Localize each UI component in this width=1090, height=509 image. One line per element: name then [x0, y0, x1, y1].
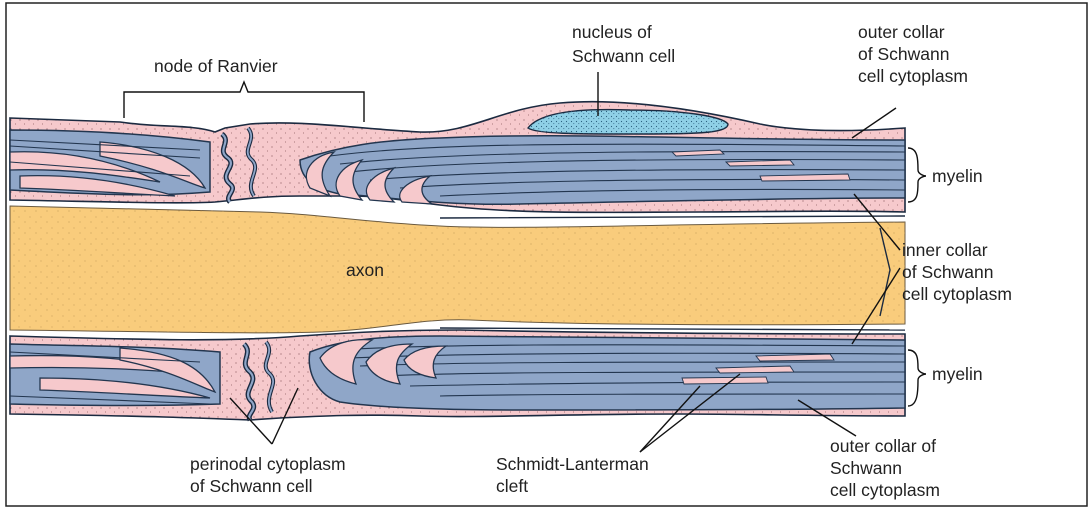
label-outer-collar-bottom-line3: cell cytoplasm: [830, 480, 940, 500]
label-nucleus-line1: nucleus of: [572, 22, 652, 42]
axon-texture: [10, 206, 905, 333]
label-nucleus-line2: Schwann cell: [572, 46, 675, 66]
label-inner-collar-line3: cell cytoplasm: [902, 284, 1012, 304]
label-myelin-bottom: myelin: [932, 364, 983, 384]
label-axon: axon: [346, 260, 384, 280]
inner-collar-top-line: [440, 216, 905, 218]
label-outer-collar-top-line3: cell cytoplasm: [858, 66, 968, 86]
bottom-cleft: [682, 377, 768, 384]
inner-collar-bottom-line: [440, 328, 905, 330]
label-inner-collar-line2: of Schwann: [902, 262, 993, 282]
label-inner-collar-line1: inner collar: [902, 240, 988, 260]
label-schmidt-line2: cleft: [496, 476, 528, 496]
label-perinodal-line1: perinodal cytoplasm: [190, 454, 346, 474]
myelin-bottom-brace: [908, 350, 926, 406]
top-sheath: [10, 102, 905, 213]
node-of-ranvier-bracket: [124, 82, 364, 122]
label-perinodal-line2: of Schwann cell: [190, 476, 313, 496]
label-outer-collar-top-line1: outer collar: [858, 22, 945, 42]
label-outer-collar-top-line2: of Schwann: [858, 44, 949, 64]
label-outer-collar-bottom-line1: outer collar of: [830, 436, 936, 456]
myelin-top-brace: [908, 148, 926, 202]
label-schmidt-line1: Schmidt-Lanterman: [496, 454, 649, 474]
label-myelin-top: myelin: [932, 166, 983, 186]
label-outer-collar-bottom-line2: Schwann: [830, 458, 902, 478]
label-node-of-ranvier: node of Ranvier: [154, 56, 278, 76]
bottom-sheath: [10, 330, 905, 420]
